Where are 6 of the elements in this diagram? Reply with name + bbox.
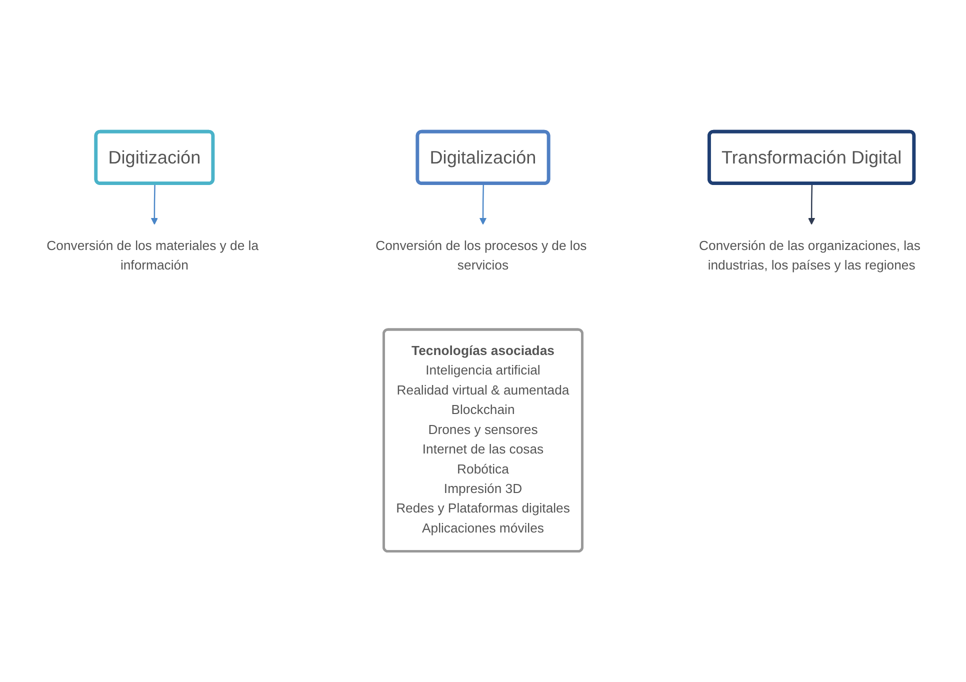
arrow bbox=[150, 183, 158, 224]
node-text: Conversión de los materiales y de la información bbox=[46, 238, 259, 272]
node-text: Conversión de los procesos y de los servicios bbox=[376, 238, 587, 272]
node-text: Conversión de las organizaciones, las industrias, los países y las regiones bbox=[699, 238, 920, 272]
arrow bbox=[808, 183, 816, 224]
arrow bbox=[479, 183, 487, 224]
